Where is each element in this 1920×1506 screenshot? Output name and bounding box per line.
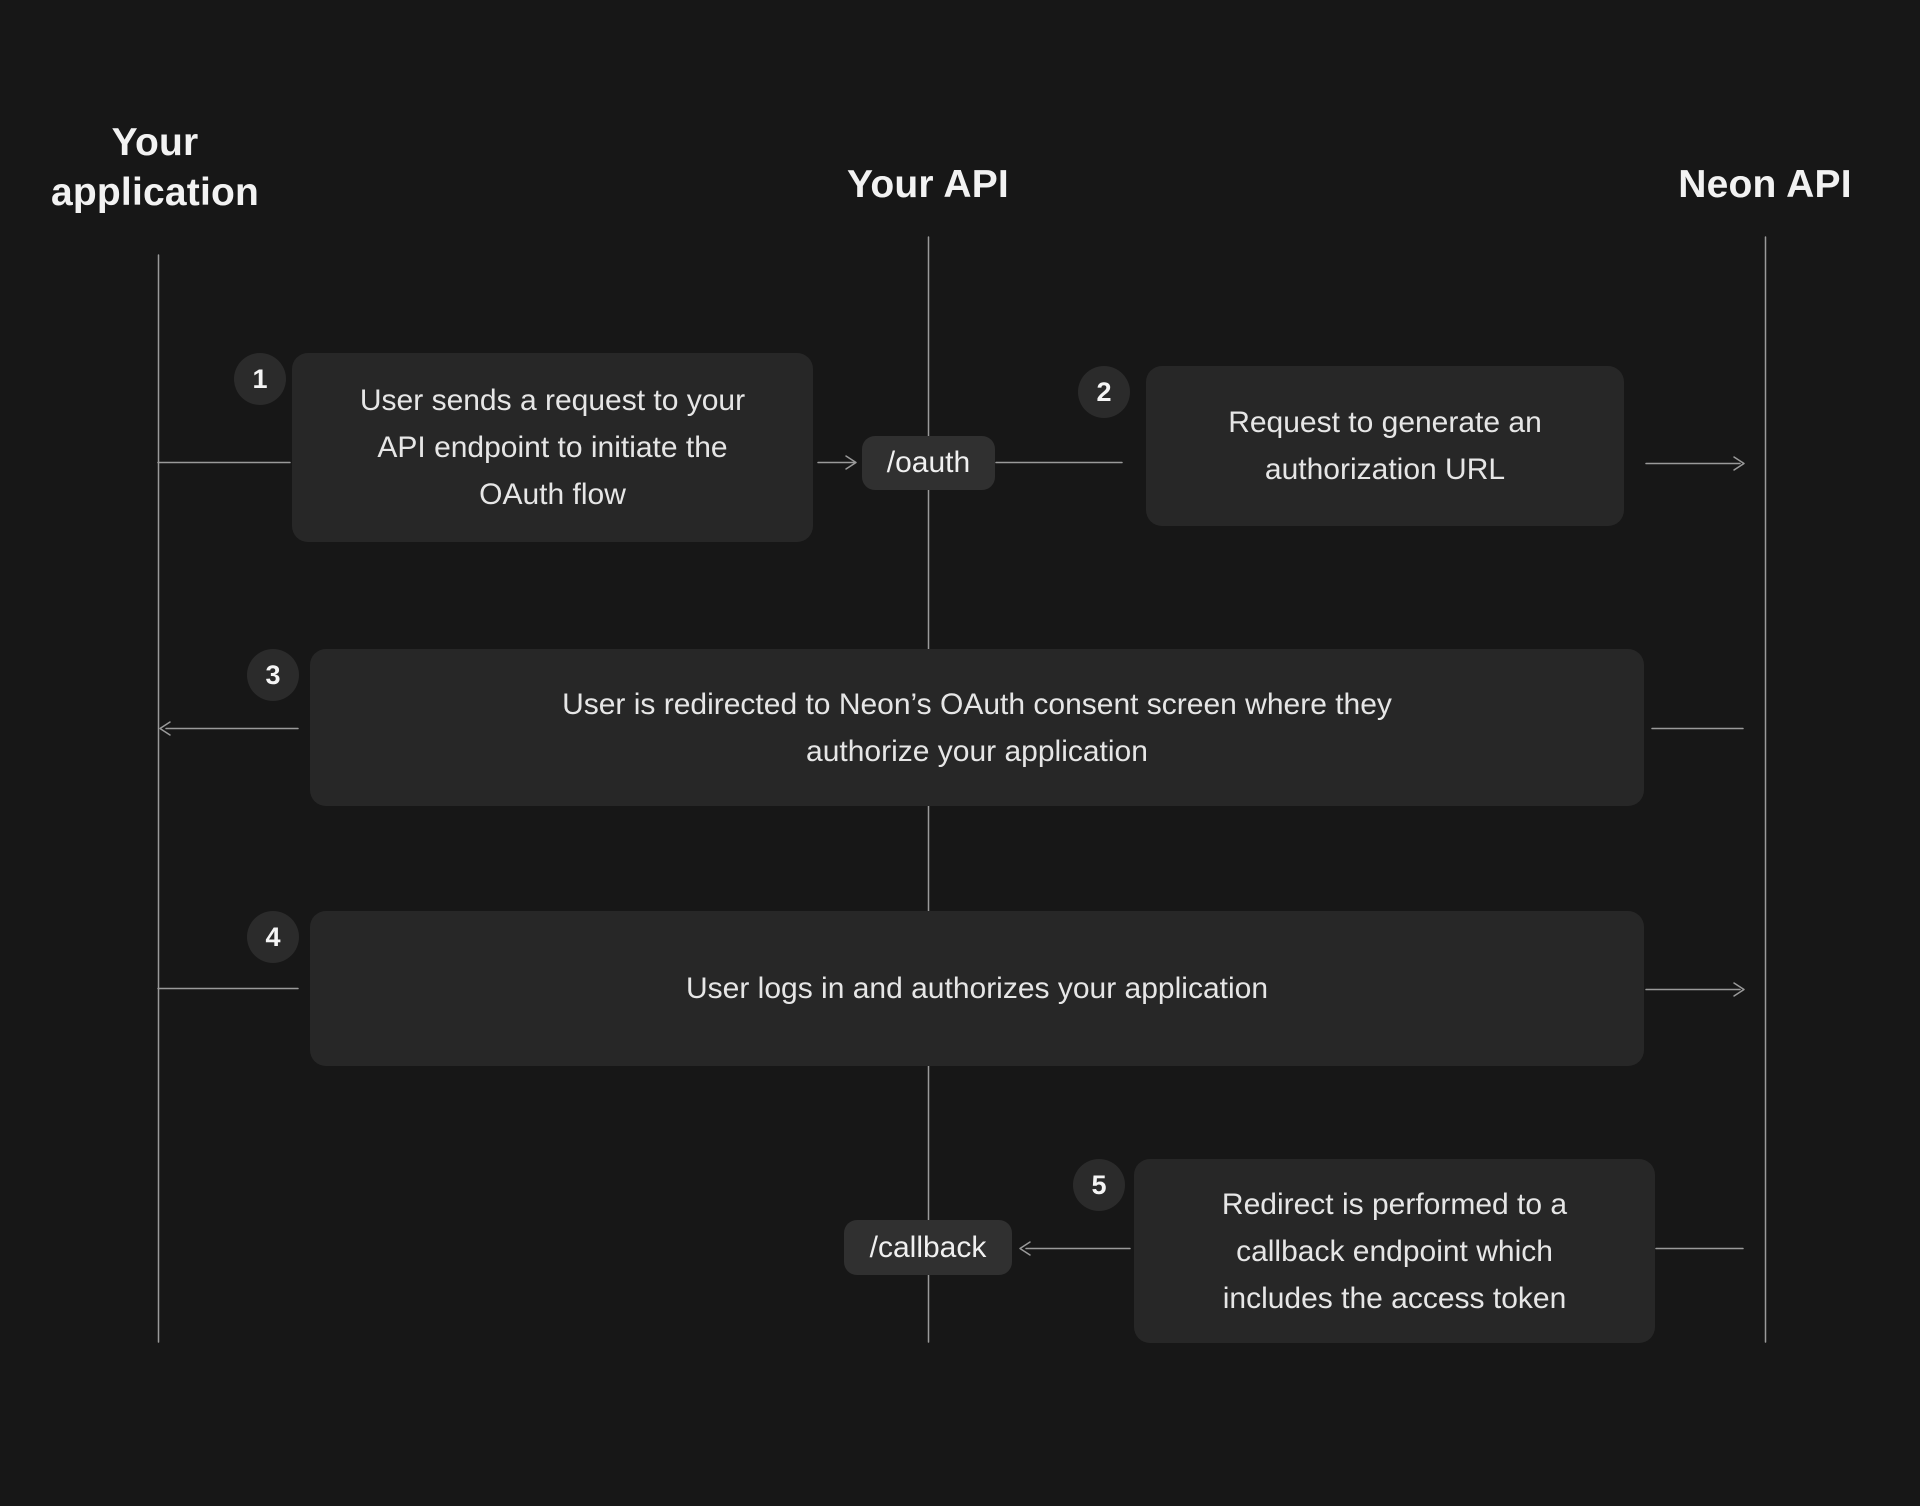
actor-neon-api: Neon API	[1615, 160, 1915, 210]
step-2-badge: 2	[1078, 366, 1130, 418]
step-1-text: User sends a request to your API endpoin…	[359, 384, 746, 511]
step2-arrowhead-right-icon	[1733, 456, 1745, 471]
endpoint-callback-pill: /callback	[844, 1220, 1012, 1275]
endpoint-oauth-pill: /oauth	[862, 436, 995, 490]
step-3-description-box: User is redirected to Neon’s OAuth conse…	[310, 649, 1644, 806]
step-1-badge: 1	[234, 353, 286, 405]
step1-arrowhead-right-icon	[845, 455, 857, 470]
step-2-description-box: Request to generate an authorization URL	[1146, 366, 1624, 526]
step-3-badge: 3	[247, 649, 299, 701]
step3-arrowhead-left-icon	[159, 721, 171, 736]
step-2-text: Request to generate an authorization URL	[1228, 406, 1542, 486]
step-5-number: 5	[1091, 1169, 1107, 1200]
step-2-number: 2	[1096, 376, 1112, 407]
step-1-description-box: User sends a request to your API endpoin…	[292, 353, 813, 542]
step-5-description-box: Redirect is performed to a callback endp…	[1134, 1159, 1655, 1343]
step-4-badge: 4	[247, 911, 299, 963]
actor-your-application: Your application	[30, 118, 280, 218]
step-5-badge: 5	[1073, 1159, 1125, 1211]
step-1-number: 1	[252, 363, 268, 394]
step-3-number: 3	[265, 659, 281, 690]
step5-arrowhead-left-icon	[1019, 1241, 1031, 1256]
actor-neon-api-label: Neon API	[1678, 163, 1852, 206]
step-3-text: User is redirected to Neon’s OAuth conse…	[562, 687, 1392, 768]
actor-your-api-label: Your API	[847, 163, 1009, 206]
actor-your-application-label: Your application	[50, 121, 260, 214]
step-4-number: 4	[265, 921, 281, 952]
endpoint-oauth-label: /oauth	[886, 446, 971, 479]
step-5-text: Redirect is performed to a callback endp…	[1221, 1187, 1568, 1315]
step4-arrowhead-right-icon	[1733, 982, 1745, 997]
actor-your-api: Your API	[778, 160, 1078, 210]
endpoint-callback-label: /callback	[869, 1230, 987, 1264]
step-4-description-box: User logs in and authorizes your applica…	[310, 911, 1644, 1066]
step-4-text: User logs in and authorizes your applica…	[686, 972, 1268, 1005]
